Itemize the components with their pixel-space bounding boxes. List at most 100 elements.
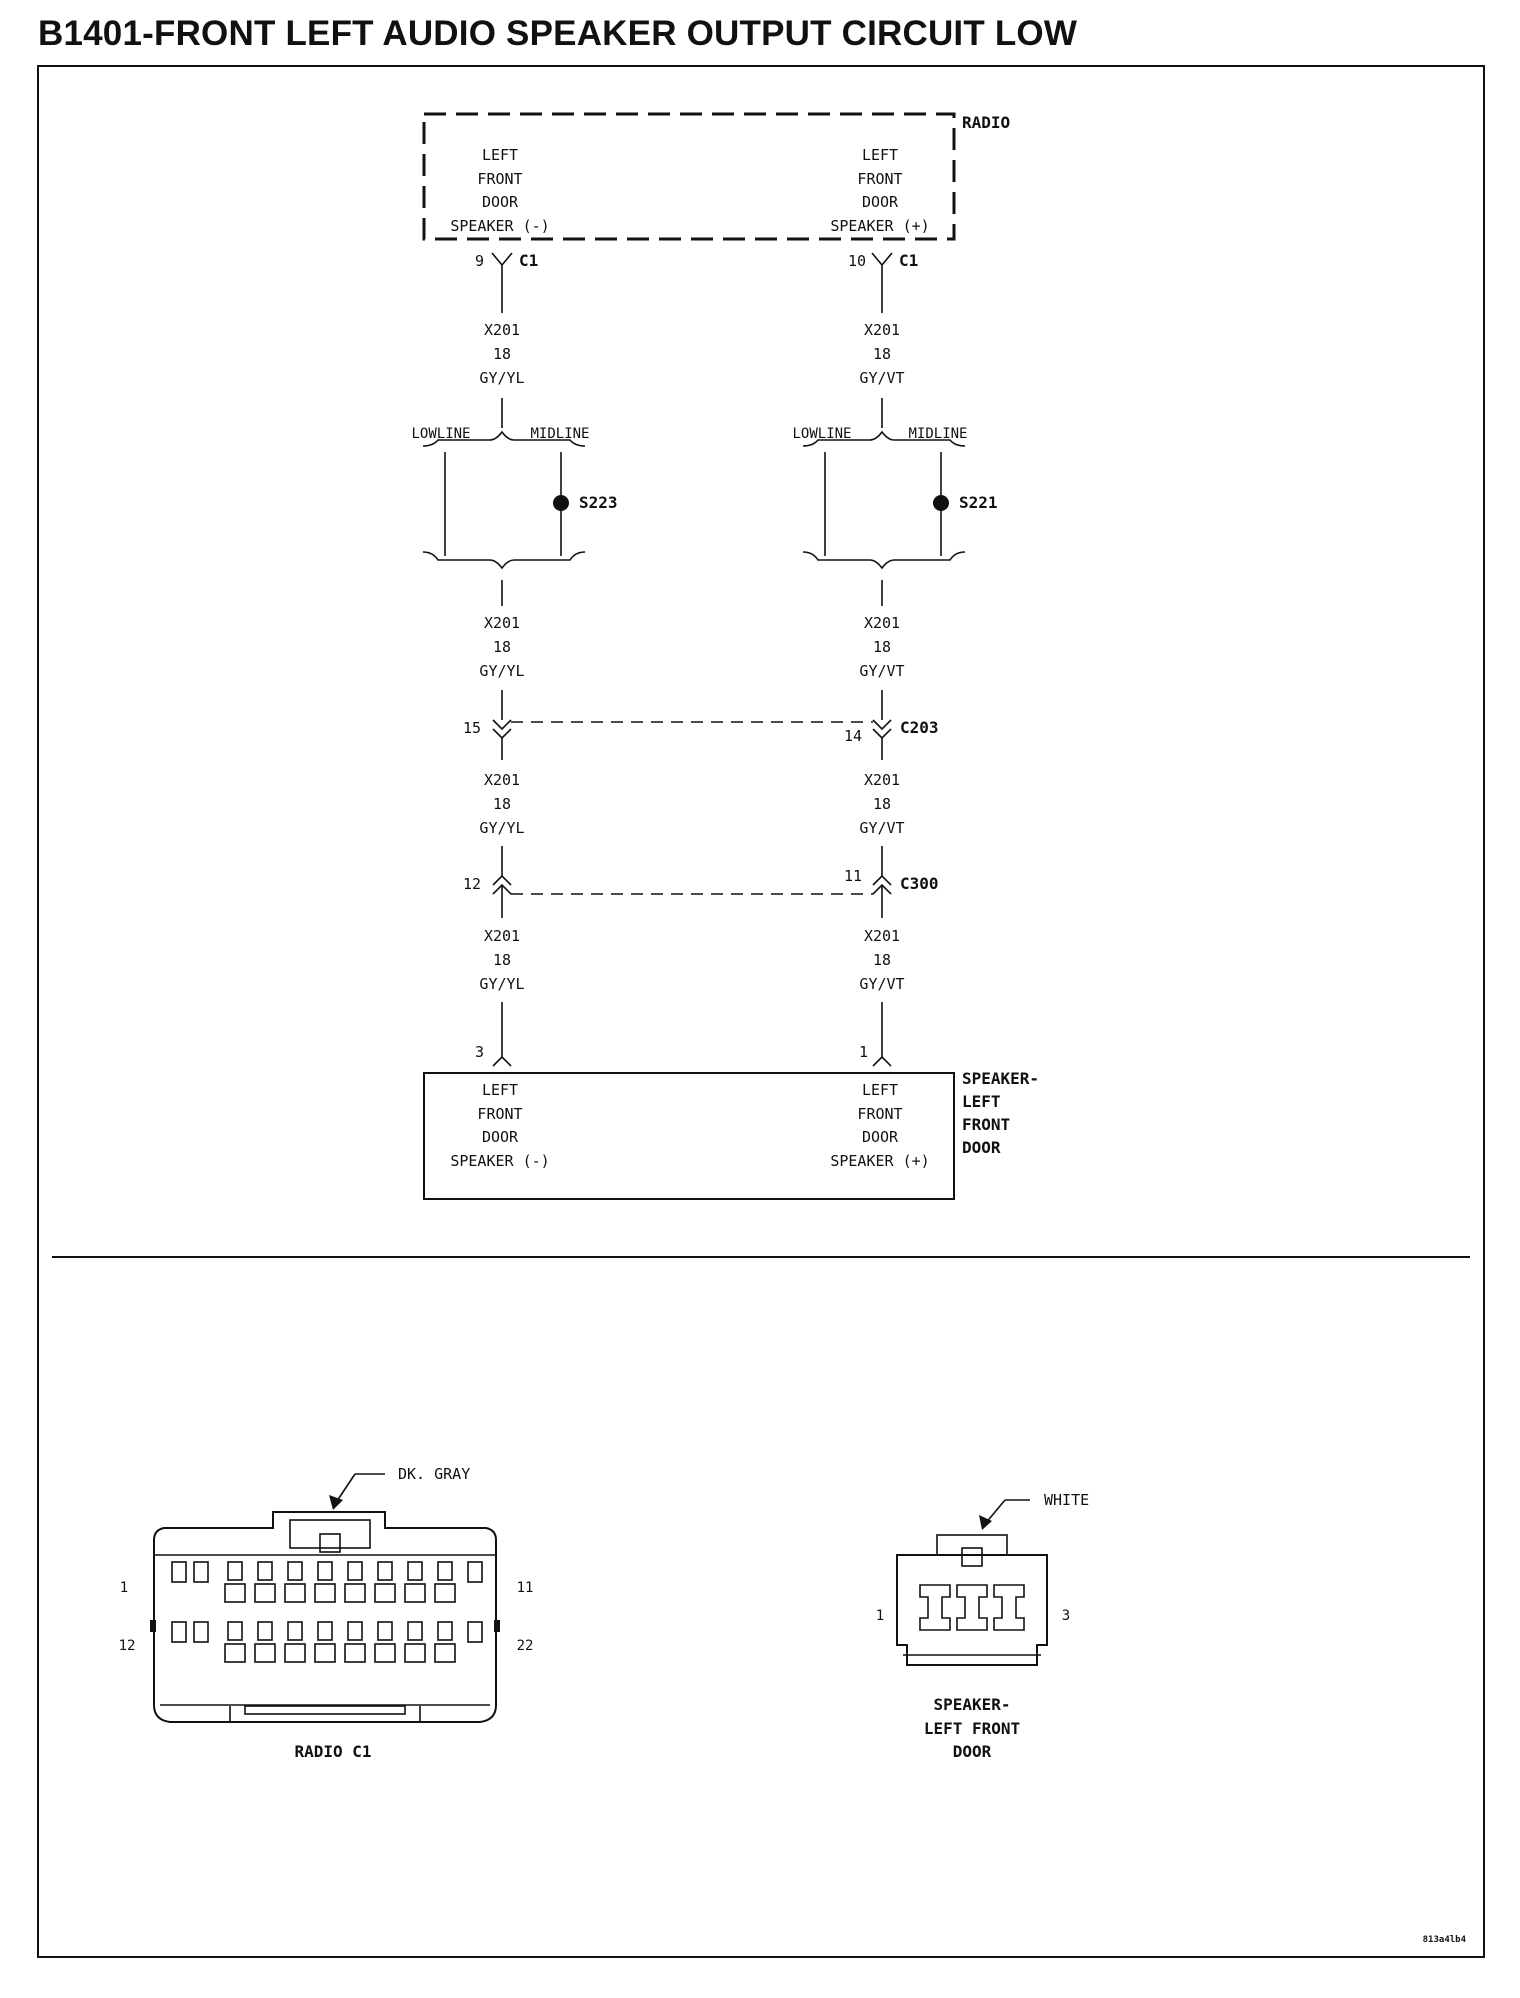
speaker-cavity-3 [993,1584,1025,1631]
right-wire-code-2: X201 [864,614,900,632]
right-wire-color-1: GY/VT [859,369,904,387]
left-wire: X201 18 GY/YL LOWLINE MIDLINE S223 X201 … [411,265,618,1067]
speaker-connector-caption-3: DOOR [953,1742,992,1761]
right-wire-code-1: X201 [864,321,900,339]
left-wire-gauge-4: 18 [493,951,511,969]
radio-left-pin-label-3: DOOR [482,193,519,211]
radio-right-pin-label-1: LEFT [862,146,898,164]
right-wire-gauge-4: 18 [873,951,891,969]
speaker-name-4: DOOR [962,1138,1001,1157]
c203-right-pin: 14 [844,727,862,745]
radio-c1-housing [153,1511,497,1723]
right-midline-label: MIDLINE [908,426,967,442]
right-wire-gauge-2: 18 [873,638,891,656]
right-wire-color-2: GY/VT [859,662,904,680]
speaker-right-pin-label-2: FRONT [857,1105,902,1123]
radio-module: RADIO LEFT FRONT DOOR SPEAKER (-) LEFT F… [422,112,1010,241]
radio-label: RADIO [962,113,1010,132]
c1-left-terminal [491,252,513,267]
speaker-module: LEFT FRONT DOOR SPEAKER (-) LEFT FRONT D… [423,1069,1039,1200]
left-wire-code-3: X201 [484,771,520,789]
dk-gray-arrow [329,1495,343,1510]
speaker-left-pin-label-4: SPEAKER (-) [450,1152,549,1170]
left-wire-gauge-3: 18 [493,795,511,813]
radio-left-pin-label-4: SPEAKER (-) [450,217,549,235]
white-label: WHITE [1044,1491,1089,1509]
page-title: B1401-FRONT LEFT AUDIO SPEAKER OUTPUT CI… [38,14,1078,53]
c1-left-pin: 9 [475,252,484,270]
radio-right-pin-label-2: FRONT [857,170,902,188]
s221-label: S221 [959,493,998,512]
right-wire: X201 18 GY/VT LOWLINE MIDLINE S221 X201 … [792,265,998,1067]
c1-connector: 9 C1 10 C1 [475,251,918,270]
speaker-left-pin-label-3: DOOR [482,1128,519,1146]
speaker-connector-pin-3: 3 [1062,1608,1070,1624]
right-wire-code-4: X201 [864,927,900,945]
left-wire-color-1: GY/YL [479,369,524,387]
speaker-connector-pin-1: 1 [876,1608,884,1624]
speaker-right-pin-label-4: SPEAKER (+) [830,1152,929,1170]
speaker-cavity-1 [919,1584,951,1631]
radio-c1-pin-12: 12 [119,1638,136,1654]
c300-left-pin: 12 [463,875,481,893]
speaker-right-pin-label-1: LEFT [862,1081,898,1099]
speaker-left-pin: 3 [475,1043,484,1061]
speaker-left-pin-label-2: FRONT [477,1105,522,1123]
radio-c1-pin-1: 1 [120,1580,128,1596]
radio-c1-row1-cavities [171,1561,483,1603]
c203-left-pin: 15 [463,719,481,737]
right-wire-code-3: X201 [864,771,900,789]
speaker-connector-housing [896,1554,1048,1666]
left-wire-code-4: X201 [484,927,520,945]
speaker-box [423,1072,955,1200]
speaker-connector-caption-2: LEFT FRONT [924,1719,1020,1738]
speaker-right-pin-label-3: DOOR [862,1128,899,1146]
radio-c1-caption: RADIO C1 [294,1742,371,1761]
left-wire-color-4: GY/YL [479,975,524,993]
left-wire-gauge-2: 18 [493,638,511,656]
radio-c1-pin-22: 22 [517,1638,534,1654]
diagram-frame [37,65,1485,1958]
right-wire-color-4: GY/VT [859,975,904,993]
speaker-right-pin: 1 [859,1043,868,1061]
speaker-name-3: FRONT [962,1115,1010,1134]
left-wire-color-3: GY/YL [479,819,524,837]
left-wire-code-2: X201 [484,614,520,632]
right-wire-gauge-1: 18 [873,345,891,363]
right-variant-bracket-top [802,430,966,447]
speaker-connector-caption-1: SPEAKER- [933,1695,1010,1714]
left-variant-bracket-top [422,430,586,447]
c1-right-name: C1 [899,251,918,270]
s223-splice-dot [553,495,569,511]
left-wire-gauge-1: 18 [493,345,511,363]
left-wire-code-1: X201 [484,321,520,339]
radio-left-pin-label-1: LEFT [482,146,518,164]
c1-right-pin: 10 [848,252,866,270]
radio-c1-connector-view: DK. GRAY [119,1465,534,1761]
dk-gray-label: DK. GRAY [398,1465,470,1483]
c300-right-pin: 11 [844,867,862,885]
radio-box [422,112,956,241]
radio-c1-pin-11: 11 [517,1580,534,1596]
left-wire-color-2: GY/YL [479,662,524,680]
radio-right-pin-label-3: DOOR [862,193,899,211]
left-lowline-label: LOWLINE [411,426,470,442]
s223-label: S223 [579,493,618,512]
right-wire-gauge-3: 18 [873,795,891,813]
c1-left-name: C1 [519,251,538,270]
left-variant-bracket-bottom [422,551,586,570]
right-lowline-label: LOWLINE [792,426,851,442]
radio-left-pin-label-2: FRONT [477,170,522,188]
white-arrow [979,1515,992,1530]
speaker-connector-view: WHITE 1 3 SPEAKER- LEFT FRONT DOOR [876,1491,1089,1761]
left-midline-label: MIDLINE [530,426,589,442]
speaker-name-1: SPEAKER- [962,1069,1039,1088]
c300-label: C300 [900,874,939,893]
right-variant-bracket-bottom [802,551,966,570]
speaker-name-2: LEFT [962,1092,1001,1111]
c203-label: C203 [900,718,939,737]
radio-c1-row2-cavities [171,1621,483,1663]
speaker-cavity-2 [956,1584,988,1631]
right-wire-color-3: GY/VT [859,819,904,837]
